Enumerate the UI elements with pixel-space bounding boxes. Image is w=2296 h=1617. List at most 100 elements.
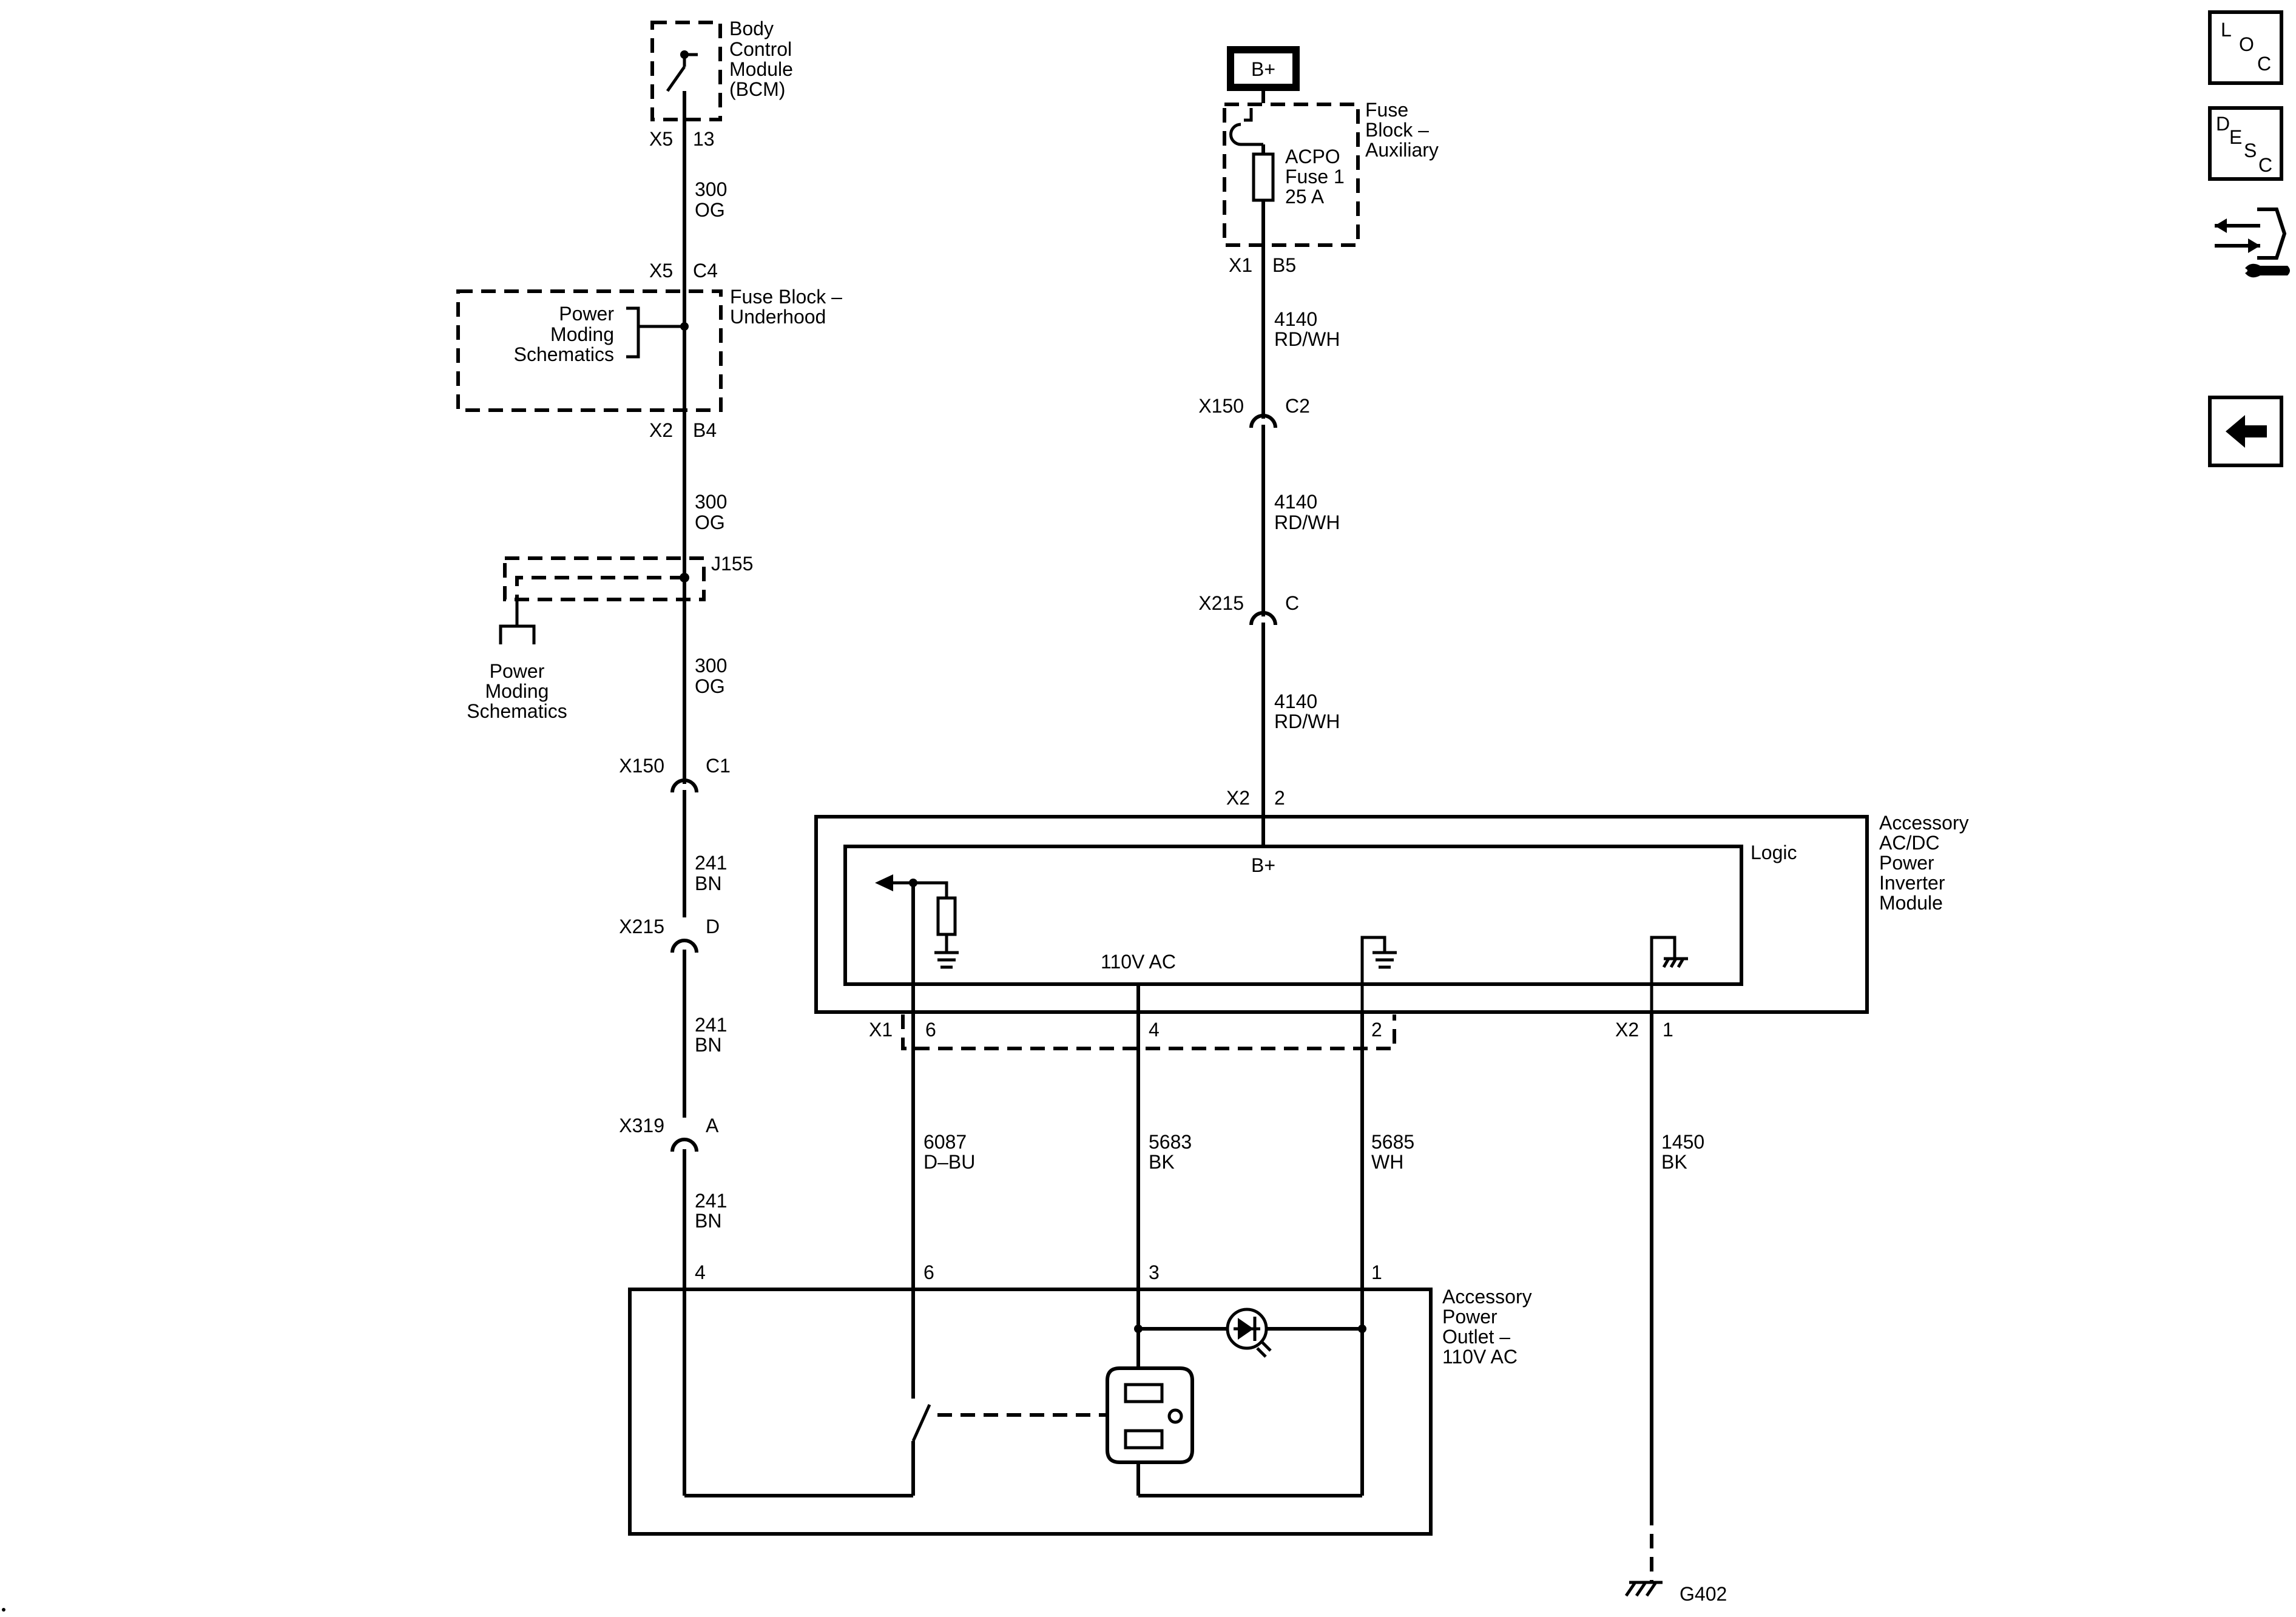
x2-pin-1: 1: [1663, 1019, 1673, 1041]
aux-pin: B5: [1272, 254, 1296, 276]
underhood-name-line1: Fuse Block –: [730, 286, 842, 308]
x319-a-pin: A: [706, 1115, 719, 1136]
x1-pin-4: 4: [1149, 1019, 1160, 1041]
aux-name-line1: Fuse: [1365, 99, 1408, 121]
inverter-name-line5: Module: [1879, 892, 1943, 914]
aux-connector: X1: [1229, 254, 1252, 276]
wire-4140-1-color: RD/WH: [1274, 328, 1340, 350]
wire-6087-color: D–BU: [923, 1151, 975, 1173]
x1-pin-2: 2: [1371, 1019, 1382, 1041]
inverter-name-line3: Power: [1879, 852, 1934, 874]
ground-g402: G402: [1624, 1511, 1727, 1605]
underhood-top-connector: X5: [649, 260, 673, 282]
connector-x215-d: X215 D: [619, 916, 720, 1118]
bcm-name-line2: Control: [729, 38, 792, 60]
desc-letter-d: D: [2216, 113, 2230, 135]
accessory-power-outlet: Accessory Power Outlet – 110V AC 4 6 3 1: [628, 1261, 1532, 1536]
logic-bplus-label: B+: [1251, 854, 1275, 876]
bcm-name-line3: Module: [729, 58, 793, 80]
x215-d-connector: X215: [619, 916, 664, 937]
acpo-fuse-symbol: [1252, 152, 1275, 202]
x215-c-connector: X215: [1198, 592, 1244, 614]
j155-ref-line2: Moding: [485, 680, 549, 702]
outlet-pin-6: 6: [923, 1261, 934, 1283]
aux-fuse-line3: 25 A: [1285, 186, 1325, 208]
wire-1450-color: BK: [1661, 1151, 1687, 1173]
x1-connector: X1: [869, 1019, 893, 1041]
loc-letter-o: O: [2239, 33, 2254, 55]
x150-c1-pin: C1: [706, 755, 731, 777]
inverter-x1-connector: X1 6 4 2 X2 1: [869, 1014, 1673, 1050]
x319-a-connector: X319: [619, 1115, 664, 1136]
battery-positive-source: B+: [1227, 46, 1300, 103]
wire-241-bn-1-circuit: 241: [695, 852, 727, 874]
back-arrow-icon: [2226, 415, 2267, 448]
j155-label: J155: [711, 553, 753, 575]
fuse-block-underhood: X5 C4 Fuse Block – Underhood Power Modin…: [456, 260, 842, 441]
bcm-module: Body Control Module (BCM) X5 13: [649, 18, 793, 150]
connector-x215-c: X215 C: [1198, 592, 1299, 846]
wire-241-bn-3-color: BN: [695, 1210, 721, 1232]
connector-x319-a: X319 A: [619, 1115, 719, 1289]
x150-c2-connector: X150: [1198, 395, 1244, 417]
outlet-name-line3: Outlet –: [1442, 1326, 1510, 1348]
ground-label: G402: [1680, 1583, 1727, 1605]
wire-4140-1-circuit: 4140: [1274, 308, 1317, 330]
desc-button[interactable]: D E S C: [2208, 106, 2283, 181]
x2-connector: X2: [1615, 1019, 1639, 1041]
wire-300-og-3-color: OG: [695, 675, 725, 697]
loc-letter-c: C: [2257, 53, 2271, 75]
underhood-ref-line1: Power: [559, 303, 614, 325]
x150-c1-connector: X150: [619, 755, 664, 777]
back-button[interactable]: [2208, 396, 2283, 467]
outlet-pin-3: 3: [1149, 1261, 1160, 1283]
inverter-top-pin: 2: [1274, 787, 1285, 809]
underhood-name-line2: Underhood: [730, 306, 826, 328]
outlet-name-line1: Accessory: [1442, 1286, 1532, 1308]
wire-300-og-1-circuit: 300: [695, 178, 727, 200]
wire-300-og-2-circuit: 300: [695, 491, 727, 513]
x215-d-pin: D: [706, 916, 720, 937]
logic-block: [843, 845, 1743, 986]
underhood-ref-line2: Moding: [550, 323, 614, 345]
wire-5685-circuit: 5685: [1371, 1131, 1414, 1153]
signal-arrow-icon: [875, 874, 893, 891]
bcm-name-line1: Body: [729, 18, 774, 39]
aux-fuse-line2: Fuse 1: [1285, 166, 1345, 187]
wire-4140-2-color: RD/WH: [1274, 511, 1340, 533]
led-indicator-icon: [1226, 1308, 1272, 1358]
desc-letter-s: S: [2244, 140, 2257, 161]
wire-241-bn-3-circuit: 241: [695, 1190, 727, 1212]
underhood-bottom-pin: B4: [693, 419, 717, 441]
bcm-name-line4: (BCM): [729, 78, 785, 100]
wire-4140-3-circuit: 4140: [1274, 690, 1317, 712]
bcm-connector: X5: [649, 128, 673, 150]
desc-letter-e: E: [2229, 126, 2242, 148]
x1-pin-6: 6: [925, 1019, 936, 1041]
inverter-top-connector: X2: [1226, 787, 1250, 809]
wire-4140-3-color: RD/WH: [1274, 711, 1340, 732]
wire-241-bn-1-color: BN: [695, 873, 721, 894]
outlet-name-line2: Power: [1442, 1306, 1497, 1328]
wire-300-og-1-color: OG: [695, 199, 725, 221]
corner-marker: [2, 1608, 5, 1612]
power-inverter-module: X2 2 Accessory AC/DC Power Inverter Modu…: [814, 787, 1969, 1014]
connector-x150-c2: X150 C2: [1198, 395, 1310, 616]
wire-4140-2-circuit: 4140: [1274, 491, 1317, 513]
inverter-name-line4: Inverter: [1879, 872, 1945, 894]
wire-300-og-2-color: OG: [695, 511, 725, 533]
connector-tool-icon[interactable]: [2215, 208, 2290, 278]
wire-300-og-3-circuit: 300: [695, 655, 727, 677]
resistor-symbol: [936, 896, 957, 936]
j155-ref-line1: Power: [490, 660, 545, 682]
outlet-pin-4: 4: [695, 1261, 706, 1283]
outlet-pin-1: 1: [1371, 1261, 1382, 1283]
desc-letter-c: C: [2258, 154, 2272, 176]
logic-label: Logic: [1751, 842, 1797, 863]
wire-1450-circuit: 1450: [1661, 1131, 1704, 1153]
inverter-name-line1: Accessory: [1879, 812, 1969, 834]
j155-ref-line3: Schematics: [467, 700, 567, 722]
loc-button[interactable]: L O C: [2208, 10, 2283, 85]
outlet-name-line4: 110V AC: [1442, 1346, 1518, 1368]
